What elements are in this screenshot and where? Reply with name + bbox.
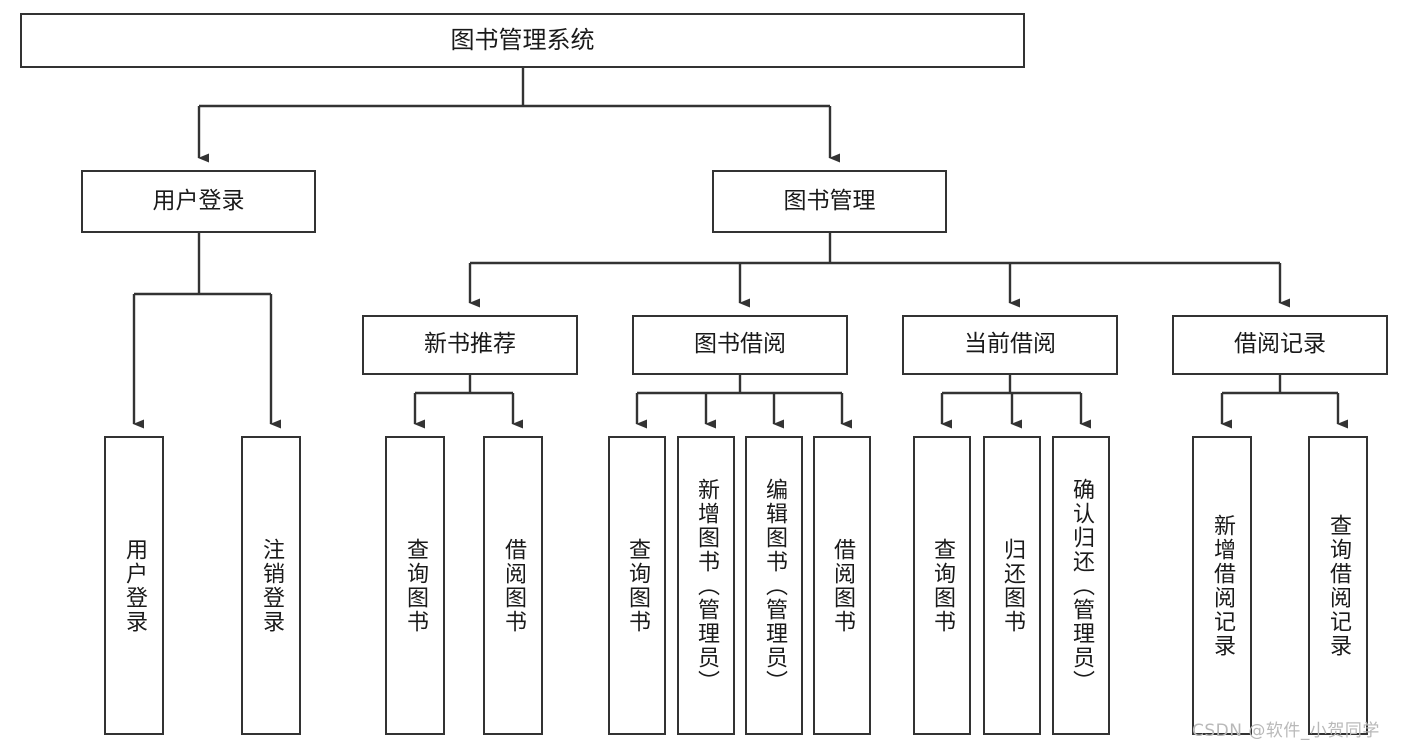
node-label: 图书管理系统 — [450, 26, 595, 55]
node-label: 新书推荐 — [424, 331, 516, 358]
node-label: 查询图书 — [403, 537, 428, 634]
node-login[interactable]: 用户登录 — [81, 170, 316, 233]
node-leaf-borrow-2[interactable]: 借阅图书 — [813, 436, 871, 735]
node-borrowbook[interactable]: 图书借阅 — [632, 315, 848, 375]
node-leaf-query-1[interactable]: 查询图书 — [385, 436, 445, 735]
node-leaf-confirm[interactable]: 确认归还（管理员） — [1052, 436, 1110, 735]
node-label: 注销登录 — [259, 537, 284, 634]
node-leaf-edit-book[interactable]: 编辑图书（管理员） — [745, 436, 803, 735]
node-label: 图书借阅 — [694, 331, 786, 358]
node-label: 借阅记录 — [1234, 331, 1326, 358]
connector-lines — [132, 68, 1348, 429]
node-label: 确认归还（管理员） — [1069, 477, 1094, 694]
node-label: 用户登录 — [122, 537, 147, 634]
node-records[interactable]: 借阅记录 — [1172, 315, 1388, 375]
node-leaf-add-record[interactable]: 新增借阅记录 — [1192, 436, 1252, 735]
node-label: 借阅图书 — [830, 537, 855, 634]
node-leaf-query-3[interactable]: 查询图书 — [913, 436, 971, 735]
node-label: 查询图书 — [625, 537, 650, 634]
node-label: 编辑图书（管理员） — [762, 477, 787, 694]
node-label: 查询图书 — [930, 537, 955, 634]
node-label: 新增图书（管理员） — [694, 477, 719, 694]
node-leaf-return[interactable]: 归还图书 — [983, 436, 1041, 735]
node-leaf-add-book[interactable]: 新增图书（管理员） — [677, 436, 735, 735]
csdn-watermark: CSDN @软件_小贺同学 — [1192, 721, 1380, 741]
node-leaf-logout[interactable]: 注销登录 — [241, 436, 301, 735]
node-label: 图书管理 — [783, 187, 876, 214]
node-label: 归还图书 — [1000, 537, 1025, 634]
node-current[interactable]: 当前借阅 — [902, 315, 1118, 375]
node-root[interactable]: 图书管理系统 — [20, 13, 1025, 68]
node-leaf-query-2[interactable]: 查询图书 — [608, 436, 666, 735]
node-leaf-user-login[interactable]: 用户登录 — [104, 436, 164, 735]
node-label: 借阅图书 — [501, 537, 526, 634]
node-newbook[interactable]: 新书推荐 — [362, 315, 578, 375]
node-bookmgmt[interactable]: 图书管理 — [712, 170, 947, 233]
node-label: 查询借阅记录 — [1326, 513, 1351, 658]
node-label: 新增借阅记录 — [1210, 513, 1235, 658]
node-label: 当前借阅 — [964, 331, 1056, 358]
node-leaf-query-record[interactable]: 查询借阅记录 — [1308, 436, 1368, 735]
node-leaf-borrow-1[interactable]: 借阅图书 — [483, 436, 543, 735]
node-label: 用户登录 — [152, 187, 245, 214]
